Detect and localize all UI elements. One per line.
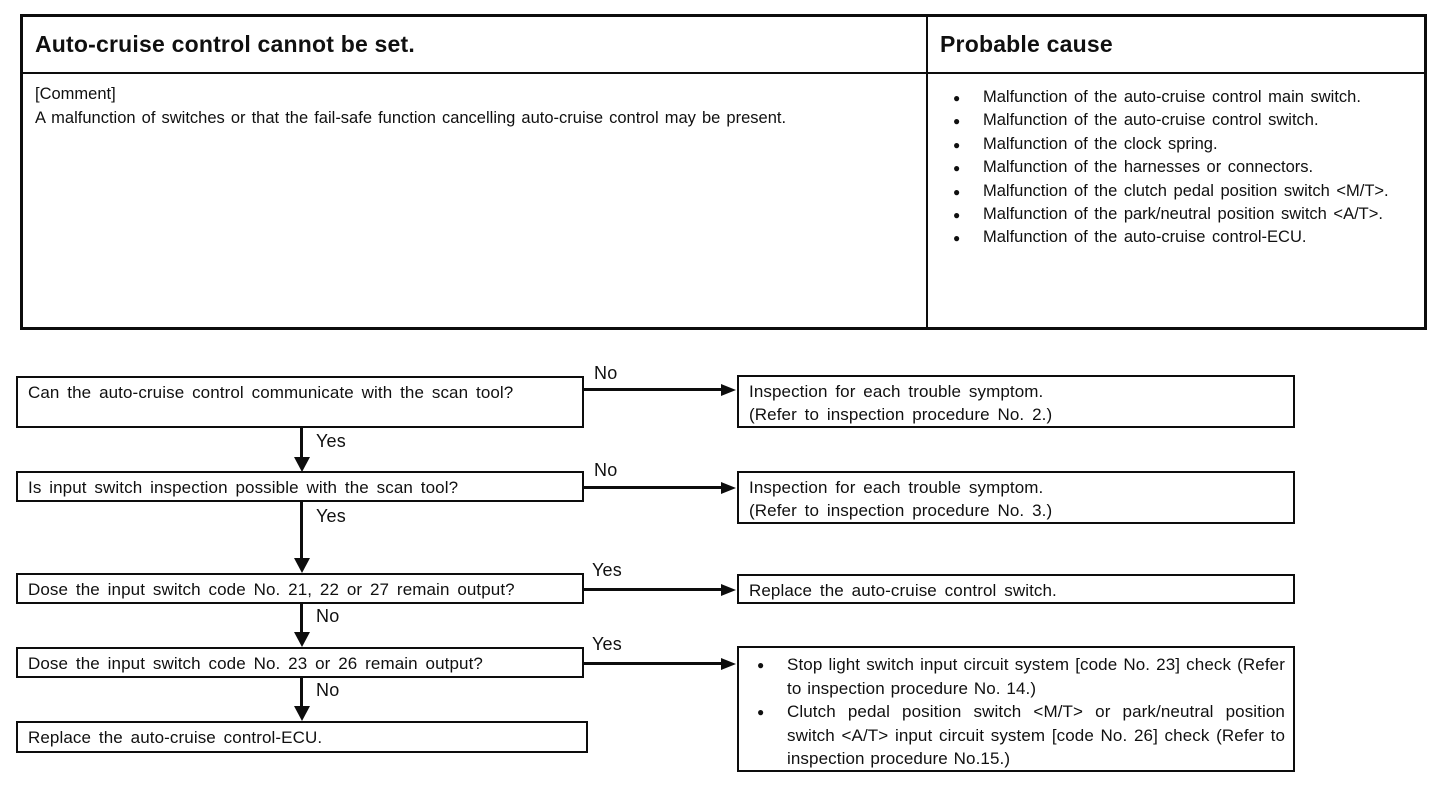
comment-text: A malfunction of switches or that the fa… (35, 109, 787, 127)
flow-result-4-item: Clutch pedal position switch <M/T> or pa… (745, 700, 1285, 771)
comment-label: [Comment] (35, 85, 116, 103)
down-label-no-3: No (316, 606, 340, 626)
flow-result-1: Inspection for each trouble symptom. (Re… (737, 375, 1295, 428)
down-label-no-4: No (316, 680, 340, 700)
flow-result-1-line2: (Refer to inspection procedure No. 2.) (749, 405, 1053, 424)
branch-arrow-line-4 (584, 662, 722, 665)
flow-result-2: Inspection for each trouble symptom. (Re… (737, 471, 1295, 524)
arrow-right-icon (721, 584, 736, 596)
flow-final-action-text: Replace the auto-cruise control-ECU. (28, 728, 323, 747)
flow-question-2-text: Is input switch inspection possible with… (28, 478, 459, 497)
flow-result-4-item: Stop light switch input circuit system [… (745, 653, 1285, 700)
flow-result-1-line1: Inspection for each trouble symptom. (749, 382, 1044, 401)
cause-item: Malfunction of the auto-cruise control m… (940, 86, 1402, 111)
flow-question-4-text: Dose the input switch code No. 23 or 26 … (28, 654, 483, 673)
probable-cause-header: Probable cause (926, 17, 1424, 74)
branch-arrow-line-1 (584, 388, 722, 391)
arrow-right-icon (721, 658, 736, 670)
flow-result-3: Replace the auto-cruise control switch. (737, 574, 1295, 604)
flow-result-3-line1: Replace the auto-cruise control switch. (749, 581, 1057, 600)
cause-item: Malfunction of the park/neutral position… (940, 203, 1402, 228)
branch-arrow-line-2 (584, 486, 722, 489)
flow-question-1: Can the auto-cruise control communicate … (16, 376, 584, 428)
branch-label-yes-4: Yes (592, 634, 622, 654)
symptom-header: Auto-cruise control cannot be set. (23, 17, 926, 74)
arrow-right-icon (721, 384, 736, 396)
branch-label-no-1: No (594, 363, 618, 383)
arrow-down-icon (294, 706, 310, 721)
cause-item: Malfunction of the clock spring. (940, 133, 1402, 158)
cause-item: Malfunction of the clutch pedal position… (940, 180, 1402, 205)
down-label-yes-1: Yes (316, 431, 346, 451)
branch-label-no-2: No (594, 460, 618, 480)
arrow-down-icon (294, 558, 310, 573)
down-arrow-line-4 (300, 678, 303, 707)
flow-question-3: Dose the input switch code No. 21, 22 or… (16, 573, 584, 604)
cause-item: Malfunction of the auto-cruise control s… (940, 109, 1402, 134)
flow-result-4-list: Stop light switch input circuit system [… (745, 653, 1285, 771)
flow-result-2-line1: Inspection for each trouble symptom. (749, 478, 1044, 497)
flow-final-action: Replace the auto-cruise control-ECU. (16, 721, 588, 753)
branch-arrow-line-3 (584, 588, 722, 591)
arrow-down-icon (294, 457, 310, 472)
symptom-table: Auto-cruise control cannot be set. Proba… (20, 14, 1427, 330)
flow-question-2: Is input switch inspection possible with… (16, 471, 584, 502)
flow-result-2-line2: (Refer to inspection procedure No. 3.) (749, 501, 1053, 520)
cause-item: Malfunction of the auto-cruise control-E… (940, 226, 1402, 251)
flow-question-3-text: Dose the input switch code No. 21, 22 or… (28, 580, 515, 599)
down-label-yes-2: Yes (316, 506, 346, 526)
arrow-down-icon (294, 632, 310, 647)
down-arrow-line-2 (300, 502, 303, 559)
down-arrow-line-1 (300, 428, 303, 458)
cause-list: Malfunction of the auto-cruise control m… (940, 86, 1410, 251)
cause-cell: Malfunction of the auto-cruise control m… (926, 74, 1424, 327)
comment-cell: [Comment] A malfunction of switches or t… (23, 74, 926, 327)
cause-item: Malfunction of the harnesses or connecto… (940, 156, 1402, 181)
branch-label-yes-3: Yes (592, 560, 622, 580)
flow-question-4: Dose the input switch code No. 23 or 26 … (16, 647, 584, 678)
flow-question-1-text: Can the auto-cruise control communicate … (28, 383, 514, 402)
down-arrow-line-3 (300, 604, 303, 633)
flow-result-4: Stop light switch input circuit system [… (737, 646, 1295, 772)
arrow-right-icon (721, 482, 736, 494)
